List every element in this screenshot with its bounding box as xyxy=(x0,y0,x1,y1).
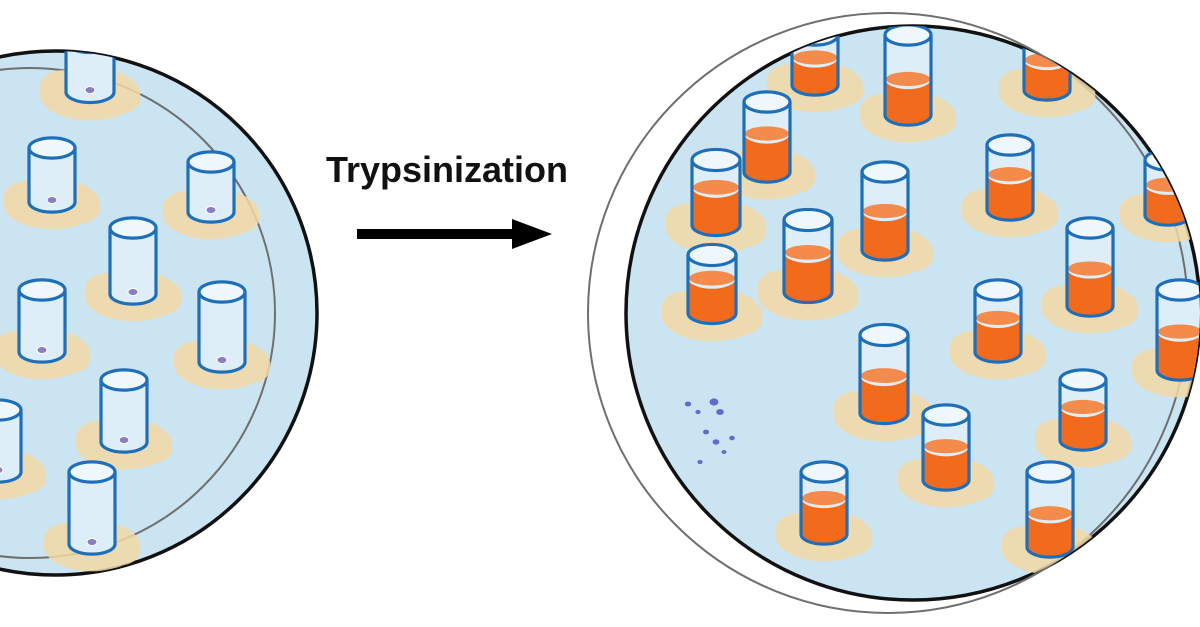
cylinder-well-icon xyxy=(39,51,141,121)
medium-fill xyxy=(784,252,832,303)
cylinder-well-icon xyxy=(173,280,271,390)
cylinder-well-icon xyxy=(836,160,934,278)
wells-after xyxy=(661,26,1200,575)
loose-cell-icon xyxy=(721,450,727,454)
cell-dot-icon xyxy=(127,288,139,296)
medium-fill xyxy=(1060,407,1106,451)
cylinder-well-icon xyxy=(75,368,173,470)
cell-dot-icon xyxy=(36,346,48,354)
cell-dot-icon xyxy=(216,356,228,364)
cylinder-well-icon xyxy=(949,278,1047,380)
cell-dot-icon xyxy=(46,196,58,204)
loose-cell-icon xyxy=(712,439,720,445)
loose-cell-icon xyxy=(697,459,703,465)
cylinder-well-icon xyxy=(1131,278,1200,398)
medium-fill xyxy=(692,187,740,236)
medium-fill xyxy=(792,57,838,96)
medium-fill xyxy=(1024,60,1070,101)
medium-fill xyxy=(862,211,908,261)
dish-before-inner-rim xyxy=(0,67,276,559)
medium-fill xyxy=(1027,513,1073,558)
cylinder-well-icon xyxy=(665,147,767,254)
cylinder-well-icon xyxy=(3,136,101,230)
cylinder-well-icon xyxy=(0,398,47,500)
cylinder-well-icon xyxy=(961,133,1059,238)
medium-fill xyxy=(885,79,931,126)
process-label: Trypsinization xyxy=(326,149,568,190)
cell-dot-icon xyxy=(205,206,217,214)
medium-fill xyxy=(744,133,790,183)
medium-fill xyxy=(923,446,969,491)
loose-cell-icon xyxy=(729,435,735,441)
medium-fill xyxy=(975,317,1021,363)
cylinder-well-icon xyxy=(757,207,859,321)
cylinder-well-icon xyxy=(1041,216,1139,334)
dish-after xyxy=(587,12,1200,614)
cylinder-well-icon xyxy=(84,216,182,322)
loose-cell-icon xyxy=(695,409,701,415)
loose-cell-icon xyxy=(709,398,719,406)
cell-dot-icon xyxy=(84,86,96,94)
cylinder-well-icon xyxy=(0,278,91,380)
loose-cell-icon xyxy=(716,408,724,416)
cylinder-well-icon xyxy=(859,26,957,143)
cylinder-well-icon xyxy=(775,460,873,562)
cylinder-well-icon xyxy=(833,322,935,442)
detached-cells xyxy=(684,398,735,465)
loose-cell-icon xyxy=(684,401,692,407)
cell-dot-icon xyxy=(118,436,130,444)
cell-dot-icon xyxy=(86,538,98,546)
loose-cell-icon xyxy=(703,429,709,435)
dish-before xyxy=(0,49,319,577)
medium-fill xyxy=(860,375,908,424)
cylinder-well-icon xyxy=(1034,368,1132,468)
right-arrow-icon xyxy=(357,219,552,249)
cell-dot-icon xyxy=(0,466,4,474)
medium-fill xyxy=(688,278,736,324)
cylinder-well-icon xyxy=(897,403,995,508)
medium-fill xyxy=(801,498,847,545)
wells-before xyxy=(0,51,271,572)
medium-fill xyxy=(1067,268,1113,317)
cylinder-well-icon xyxy=(162,150,260,240)
medium-fill xyxy=(987,174,1033,221)
cylinder-well-icon xyxy=(43,460,141,572)
cylinder-well-icon xyxy=(661,242,763,342)
medium-fill xyxy=(1157,331,1200,381)
